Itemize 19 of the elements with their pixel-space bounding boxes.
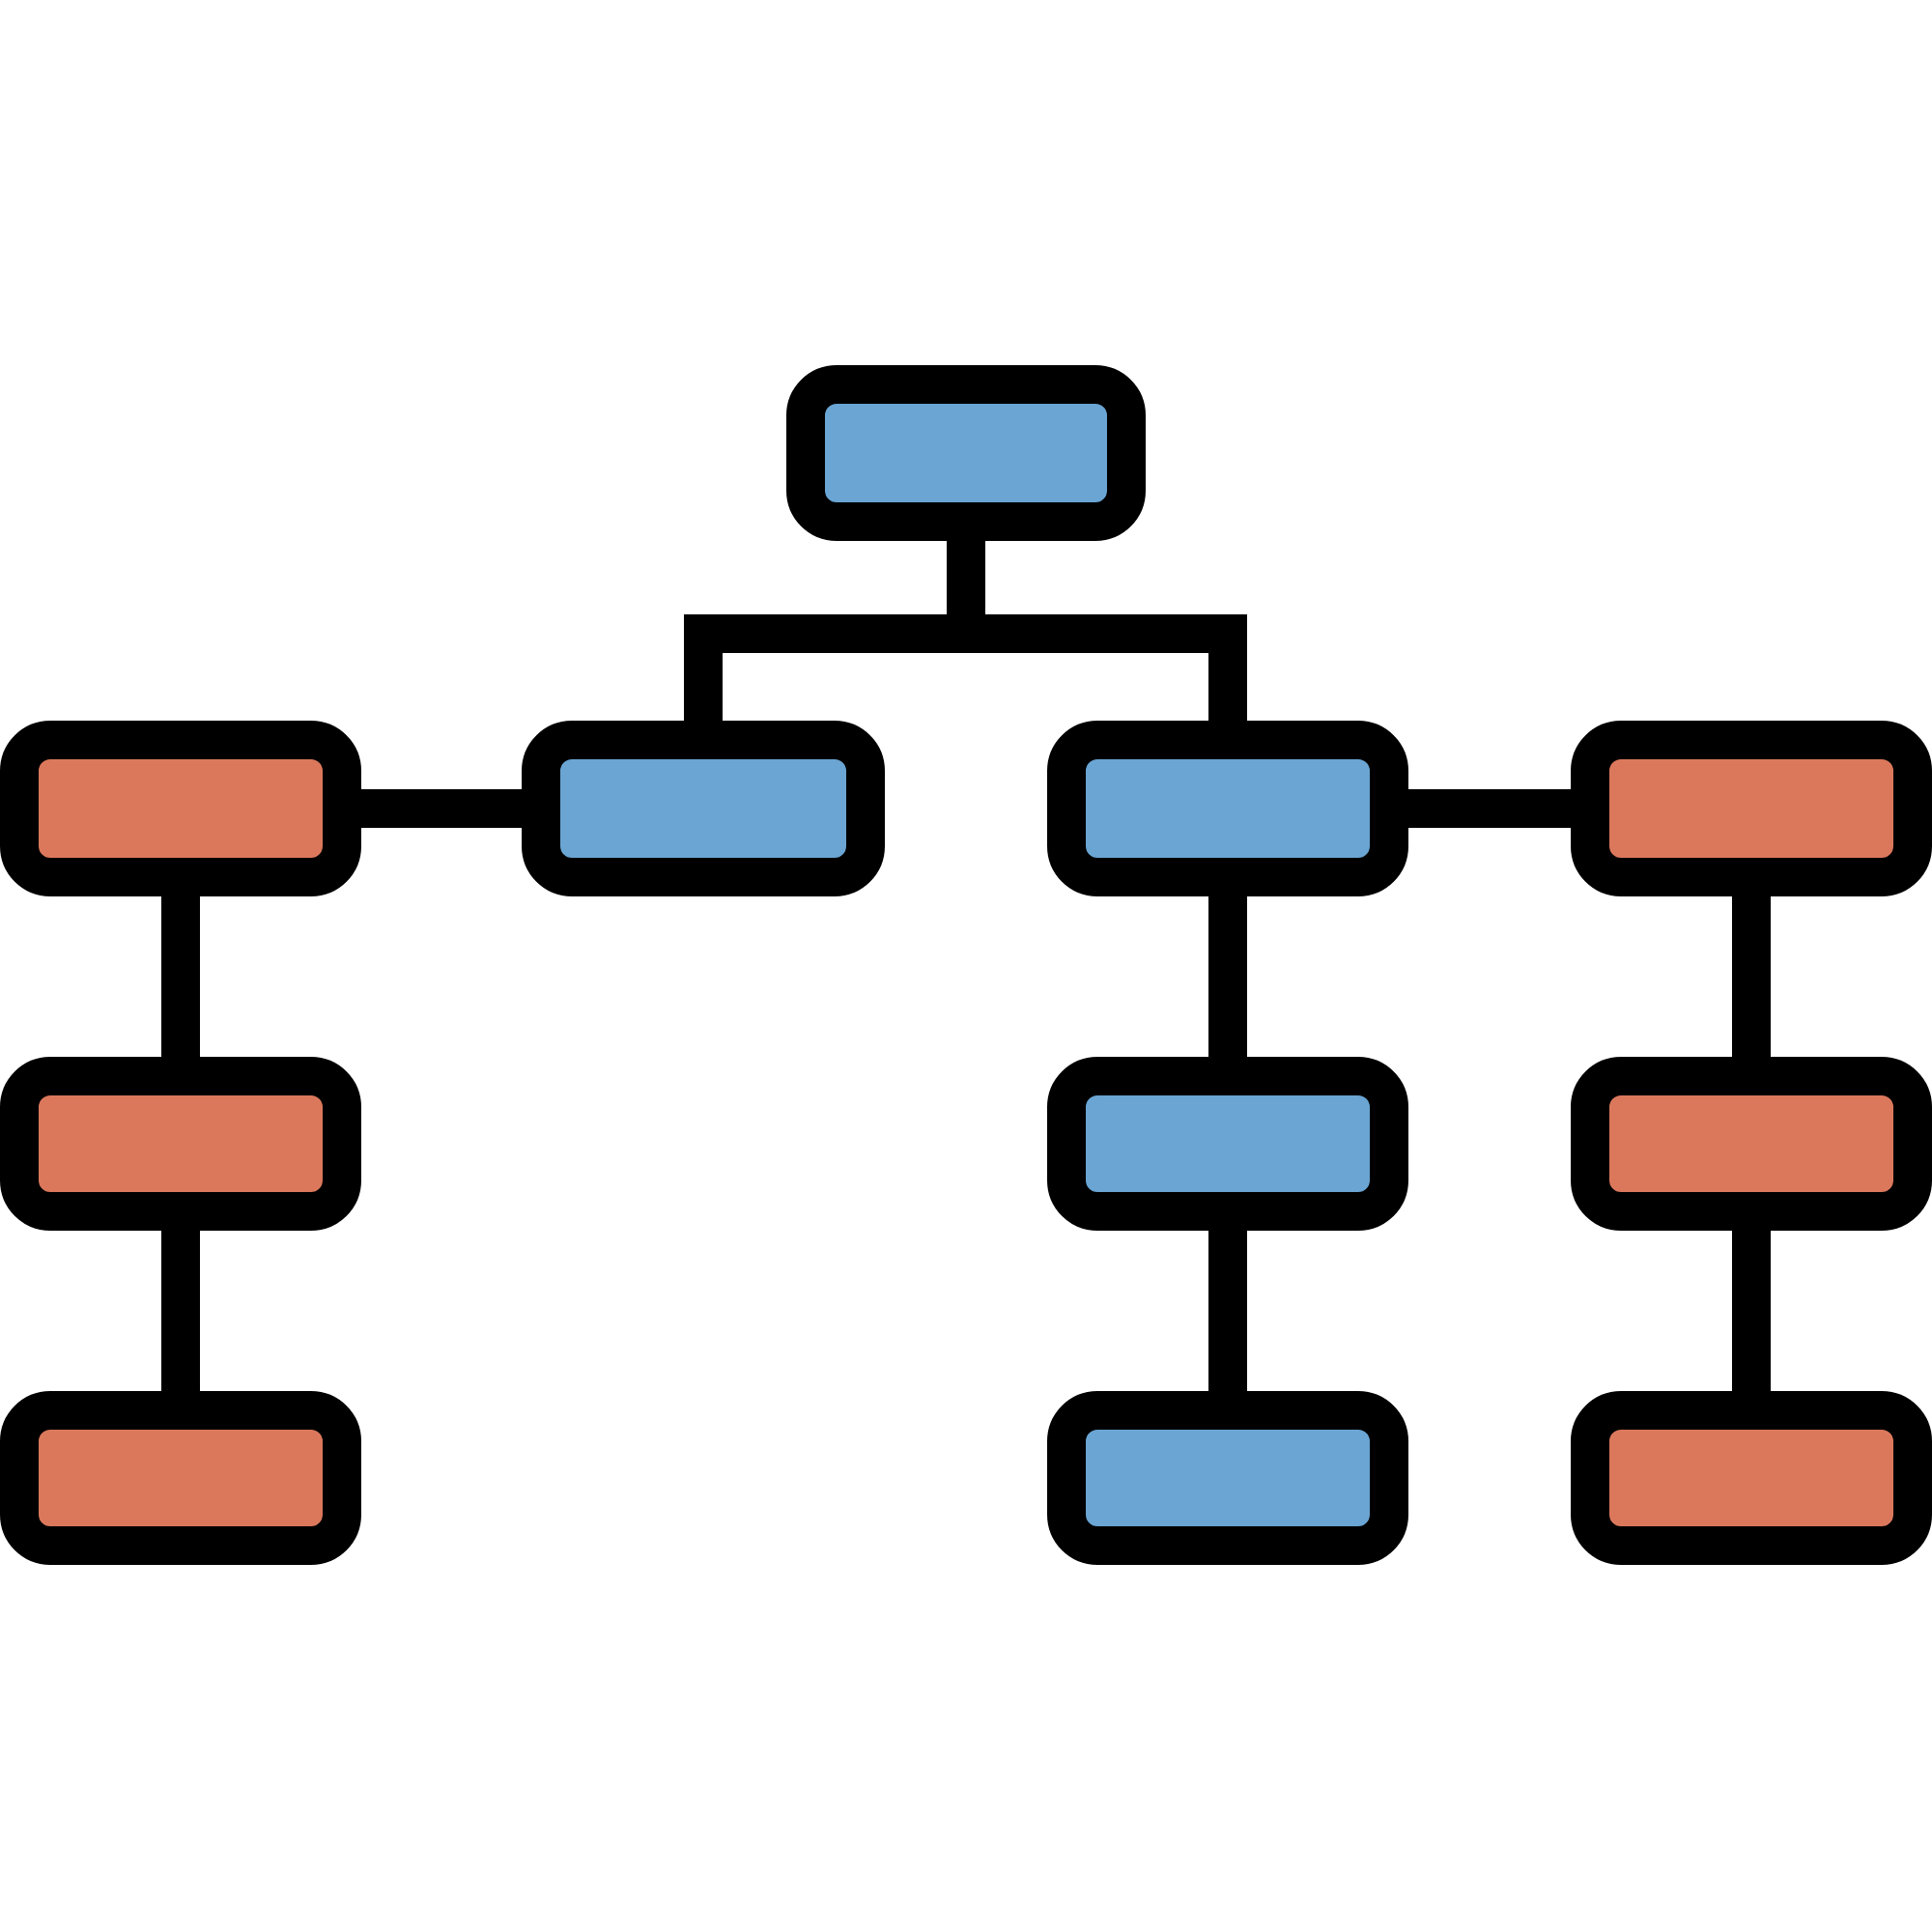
- connector-line: [161, 1231, 200, 1391]
- org-chart-box: [1047, 1391, 1408, 1565]
- org-chart-box: [1571, 721, 1932, 896]
- org-chart-box: [1047, 1057, 1408, 1231]
- connector-line: [1732, 896, 1771, 1057]
- connector-line: [1208, 1231, 1247, 1391]
- connector-line: [1208, 896, 1247, 1057]
- org-chart-box: [0, 1391, 361, 1565]
- connector-line: [1732, 1231, 1771, 1391]
- org-chart-box: [1571, 1391, 1932, 1565]
- connector-line: [1408, 789, 1571, 828]
- org-chart-box: [0, 1057, 361, 1231]
- org-chart-box: [1047, 721, 1408, 896]
- connector-line: [361, 789, 522, 828]
- org-chart-box: [786, 365, 1146, 541]
- org-chart-box: [0, 721, 361, 896]
- org-chart-box: [1571, 1057, 1932, 1231]
- org-chart-box: [522, 721, 885, 896]
- connector-line: [161, 896, 200, 1057]
